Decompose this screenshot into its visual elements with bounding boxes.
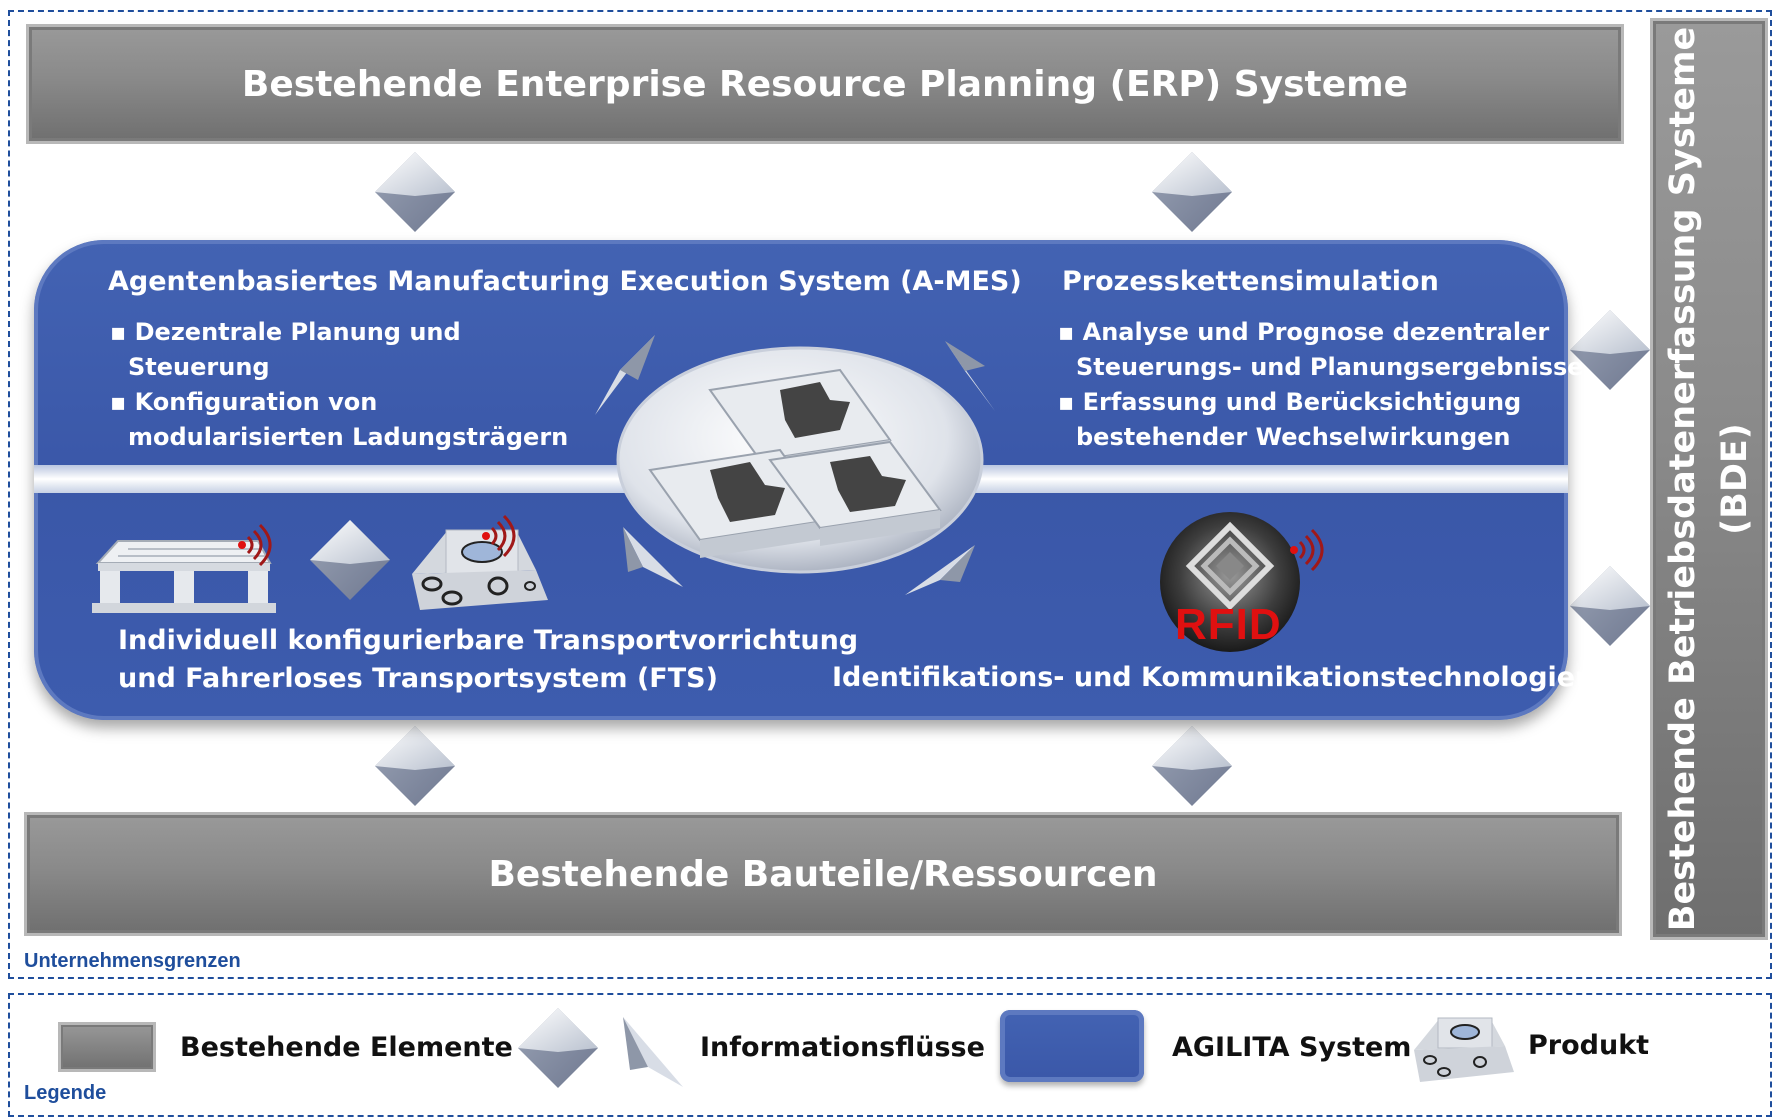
- sim-bullet-1-line2: Steuerungs- und Planungsergebnisse: [1076, 353, 1584, 381]
- legend-product-icon: [1414, 1017, 1514, 1082]
- central-agent-disc: [616, 346, 984, 574]
- info-flow-arrow-top-left: [595, 335, 655, 415]
- info-flow-diamond-bottom-right: [1152, 726, 1232, 806]
- ames-bullets: ▪ Dezentrale Planung und Steuerung ▪ Kon…: [110, 318, 569, 451]
- bde-bar-line2: (BDE): [1715, 423, 1755, 535]
- sim-bullet-1-line1: Analyse und Prognose dezentraler: [1082, 318, 1550, 346]
- info-flow-diamond-bde-top: [1570, 310, 1650, 390]
- info-flow-diamond-erp-left: [375, 152, 455, 232]
- legend-agilita-system: AGILITA System: [1172, 1032, 1412, 1063]
- stacked-carrier-plates: [648, 368, 942, 558]
- legend-existing-elements: Bestehende Elemente: [180, 1032, 513, 1063]
- info-flow-arrow-bottom-right: [905, 545, 975, 595]
- ames-bullet-1-line2: Steuerung: [128, 353, 270, 381]
- ames-bullet-2-line2: modularisierten Ladungsträgern: [128, 423, 569, 451]
- bde-bar-line1: Bestehende Betriebsdatenerfassung System…: [1663, 26, 1703, 932]
- transport-label: Individuell konfigurierbare Transportvor…: [118, 622, 858, 698]
- sim-title: Prozesskettensimulation: [1062, 266, 1439, 297]
- product-module-icon: [412, 514, 548, 610]
- sim-bullets: ▪ Analyse und Prognose dezentraler Steue…: [1058, 318, 1584, 451]
- components-resources-bar: Bestehende Bauteile/Ressourcen: [24, 812, 1622, 936]
- pallet-carrier-icon: [92, 523, 276, 613]
- enterprise-boundary: [8, 10, 1772, 979]
- sim-bullet-2-line2: bestehender Wechselwirkungen: [1076, 423, 1511, 451]
- info-flow-diamond-transport: [310, 520, 390, 600]
- info-flow-diamond-bde-bottom: [1570, 566, 1650, 646]
- ident-label: Identifikations- und Kommunikationstechn…: [832, 662, 1595, 693]
- info-flow-diamond-erp-right: [1152, 152, 1232, 232]
- legend-blue-swatch: [1000, 1010, 1144, 1082]
- legend-title: Legende: [24, 1082, 107, 1104]
- rfid-chip-icon: [1160, 512, 1324, 652]
- legend-information-flows: Informationsflüsse: [700, 1032, 985, 1063]
- legend-info-diamond: [518, 1008, 598, 1088]
- rfid-label: RFID: [1175, 600, 1282, 649]
- erp-bar-label: Bestehende Enterprise Resource Planning …: [241, 63, 1409, 105]
- transport-line2: und Fahrerloses Transportsystem (FTS): [118, 663, 718, 694]
- bde-systems-bar: Bestehende Betriebsdatenerfassung System…: [1650, 18, 1768, 940]
- info-flow-arrow-top-right: [945, 341, 995, 411]
- ames-bullet-2-line1: Konfiguration von: [134, 388, 378, 416]
- ames-bullet-1-line1: Dezentrale Planung und: [134, 318, 461, 346]
- bottom-bar-label: Bestehende Bauteile/Ressourcen: [488, 853, 1158, 895]
- legend-product: Produkt: [1528, 1030, 1650, 1061]
- boundary-label: Unternehmensgrenzen: [24, 950, 241, 972]
- legend-grey-swatch: [58, 1022, 156, 1072]
- info-flow-arrow-bottom-left: [623, 527, 683, 587]
- legend-info-arrow: [623, 1017, 683, 1087]
- ames-title: Agentenbasiertes Manufacturing Execution…: [108, 266, 1022, 297]
- info-flow-diamond-bottom-left: [375, 726, 455, 806]
- transport-line1: Individuell konfigurierbare Transportvor…: [118, 625, 859, 656]
- sim-bullet-2-line1: Erfassung und Berücksichtigung: [1082, 388, 1522, 416]
- erp-systems-bar: Bestehende Enterprise Resource Planning …: [26, 24, 1624, 144]
